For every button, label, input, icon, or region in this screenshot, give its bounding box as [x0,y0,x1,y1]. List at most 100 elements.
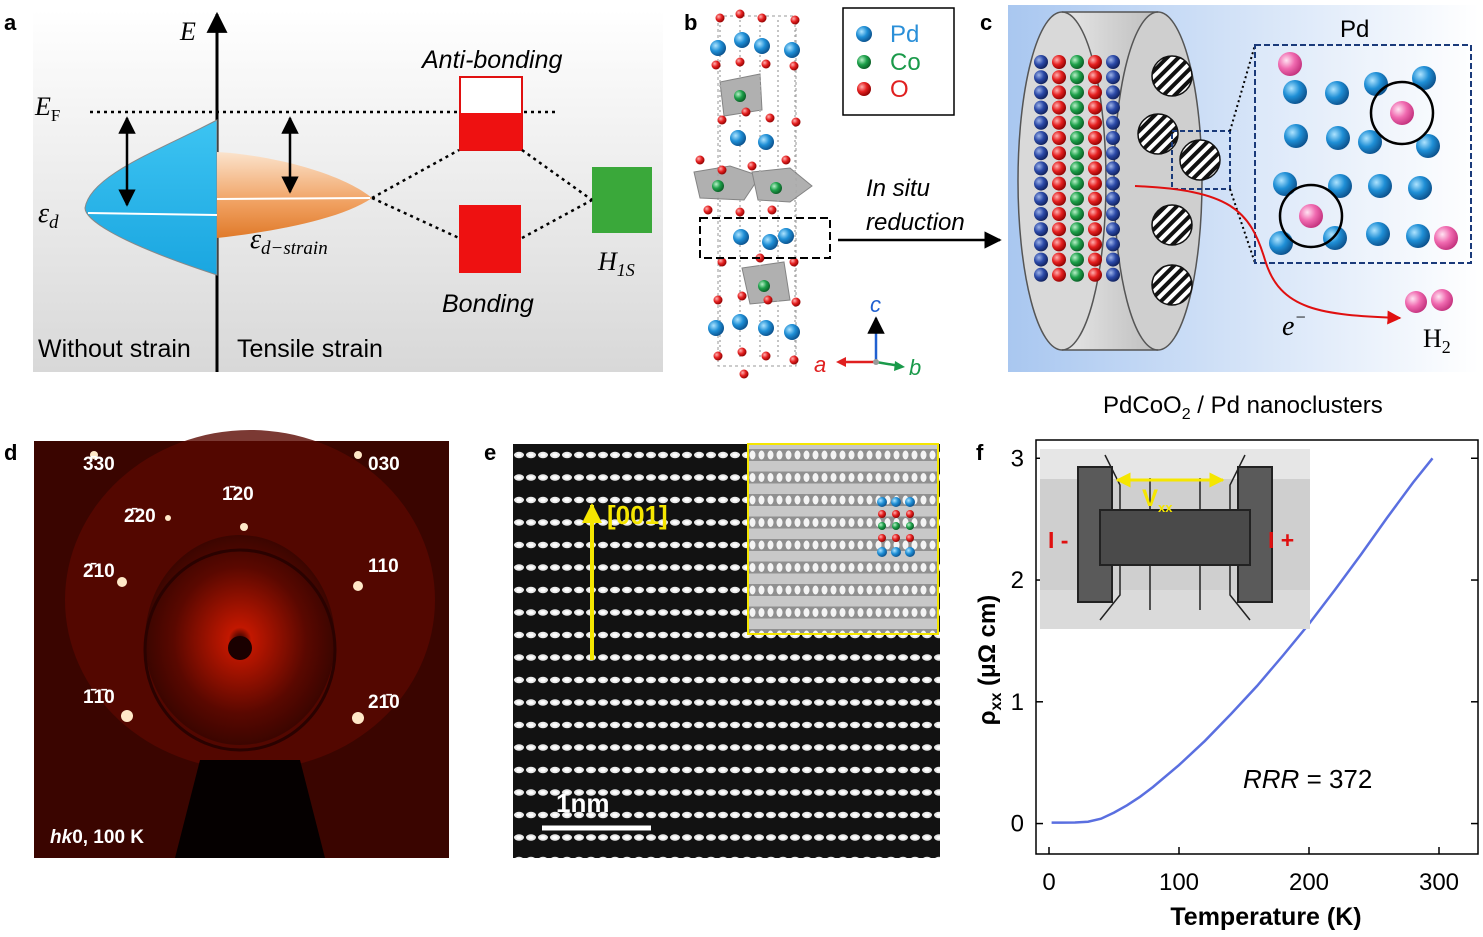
lattice-atom [1070,252,1084,267]
lattice-atom [1070,85,1084,100]
electron-label: e− [1282,307,1307,342]
cobalt-atom [770,182,782,194]
d-band-unstrained [84,119,218,276]
palladium-atom [758,134,774,150]
zoom-source-box [1171,130,1231,190]
oxygen-atom [739,369,749,379]
h1s-label: H1S [597,247,635,280]
palladium-atom [762,234,778,250]
lattice-atom [1052,191,1066,206]
legend-o-label: O [890,76,909,103]
lattice-atom [1070,55,1084,69]
lattice-atom [1034,191,1048,206]
lattice-atom [1106,176,1120,191]
hydrogen-atom [1278,52,1302,76]
adsorption-site-ring-2 [1278,183,1344,249]
lattice-atom [1106,55,1120,69]
overlay-atom [877,547,887,557]
pd-atom [1323,226,1347,250]
lattice-atom [1106,267,1120,282]
oxygen-atom [790,15,800,25]
overlay-atom [878,510,886,518]
lattice-atom [1052,252,1066,267]
pd-atom [1368,174,1392,198]
palladium-atom [708,320,724,336]
lattice-atom [1106,161,1120,176]
lattice-atom [1106,222,1120,237]
lattice-atom [1034,146,1048,161]
overlay-atom [892,522,900,530]
bragg-spots [90,451,364,724]
pd-atom [1412,66,1436,90]
lattice-atom [1106,252,1120,267]
axis-c-label: c [870,292,881,317]
oxygen-atom [741,107,751,117]
lattice-atom [1088,70,1102,85]
spot-label: 3̄30 [83,454,115,475]
oxygen-atom [703,205,713,215]
legend-pd-marker [856,26,872,42]
palladium-atom [734,32,750,48]
lattice-atom [1088,207,1102,221]
panel-label-d: d [4,440,17,465]
spot-label: 2̄10 [83,561,115,582]
reduction-text-2: reduction [866,209,965,236]
pd-atom [1273,172,1297,196]
anti-bonding-label: Anti-bonding [420,46,562,74]
bonding-label: Bonding [442,290,534,318]
hydrogen-atom [1299,204,1323,228]
spot-label: 21̄0 [368,692,400,713]
beamstop-shadow [175,760,325,858]
lattice-atom [1070,161,1084,176]
spot-label: 030 [368,454,400,475]
lattice-atom [1070,191,1084,206]
lattice-atom [1106,131,1120,145]
oxygen-atom [761,351,771,361]
palladium-atom [754,38,770,54]
oxygen-atom [717,165,727,175]
oxygen-atom [789,61,799,71]
y-axis-label: ρxx (μΩ cm) [974,595,1005,726]
oxygen-atom [763,295,773,305]
lattice-atom [1088,131,1102,145]
miller-index-labels: 3̄30 030 1̄20 2̄20 2̄10 110 1̄1̄0 21̄0 [83,454,400,713]
overlay-atom [906,522,914,530]
oxygen-atom [717,257,727,267]
tensile-strain-label: Tensile strain [237,335,383,363]
pd-nanoclusters [1137,55,1221,306]
reduction-layer-box [699,217,831,259]
y-tick-label: 3 [1011,445,1024,472]
device-inset: Vxx I - I + [1040,449,1310,629]
zoom-pd-label: Pd [1340,16,1369,43]
lattice-atom [1070,70,1084,85]
pd-atom [1358,130,1382,154]
lattice-atom [1034,176,1048,191]
panel-e: e [001] 1nm [484,440,940,858]
lattice-atom [1034,115,1048,130]
oxygen-atom [757,13,767,23]
lattice-atom [1034,222,1048,237]
oxygen-atom [735,207,745,217]
palladium-atom [758,320,774,336]
lattice-atom [1088,115,1102,130]
lattice-atom [1034,85,1048,100]
adsorption-site-ring-1 [1369,80,1435,146]
lattice-atom [1052,115,1066,130]
cobalt-atom [758,280,770,292]
x-tick-label: 100 [1159,869,1199,896]
y-tick-label: 1 [1011,689,1024,716]
overlay-atom [878,534,886,542]
pd-atom [1325,81,1349,105]
d-band-strained [217,152,372,238]
overlay-atom [892,534,900,542]
overlay-atom [905,547,915,557]
lattice-atom [1070,176,1084,191]
y-tick-label: 2 [1011,567,1024,594]
voltage-label: Vxx [1142,485,1173,515]
oxygen-atom [791,297,801,307]
orbital-connectors [371,148,593,240]
oxygen-atom [737,347,747,357]
spot-label: 2̄20 [124,506,156,527]
